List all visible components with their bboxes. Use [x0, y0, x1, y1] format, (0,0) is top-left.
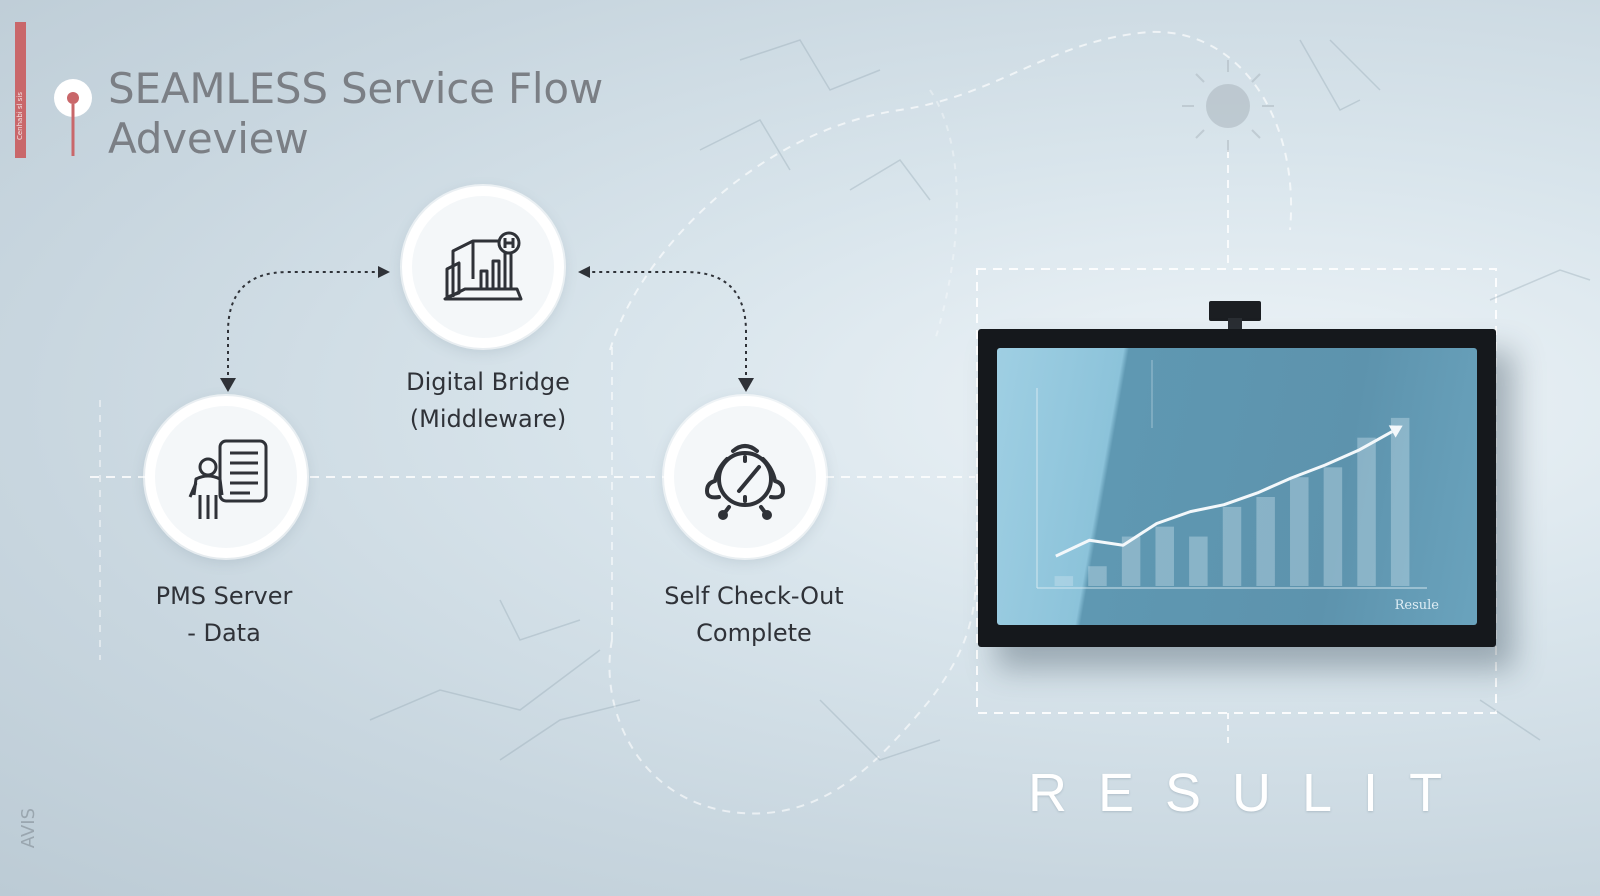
- side-tag: Cenhabi sl sis: [16, 92, 24, 141]
- chart-bar: [1088, 566, 1107, 586]
- server-clerk-icon: [188, 439, 268, 519]
- page-title: SEAMLESS Service Flow Adveview: [108, 64, 668, 164]
- node-pms-server: [145, 396, 307, 558]
- building-chart-icon: [443, 231, 523, 301]
- monitor-mount: [1209, 301, 1261, 321]
- pms-server-line-2: - Data: [187, 619, 261, 647]
- trend-line: [1055, 430, 1393, 558]
- pms-server-line-1: PMS Server: [155, 582, 293, 610]
- monitor-screen: Resule: [997, 348, 1477, 625]
- result-heading: RESULIT: [1028, 763, 1474, 823]
- chart-bar: [1189, 536, 1208, 586]
- chart-bar: [1290, 477, 1309, 586]
- title-line-2: Adveview: [108, 114, 309, 163]
- node-digital-bridge: [402, 186, 564, 348]
- label-self-checkout: Self Check-Out Complete: [634, 578, 874, 652]
- monitor-mount-neck: [1228, 318, 1242, 330]
- chart-bar: [1222, 506, 1242, 586]
- label-digital-bridge: Digital Bridge (Middleware): [368, 364, 608, 438]
- chart-bar: [1121, 536, 1141, 586]
- chart-bar: [1054, 576, 1074, 586]
- trend-arrow-icon: [1388, 425, 1403, 438]
- node-self-checkout: [664, 396, 826, 558]
- chart-bar: [1155, 526, 1174, 586]
- chart-bar: [1256, 497, 1275, 586]
- chart-bar: [1390, 417, 1410, 586]
- alarm-clock-icon: [705, 444, 785, 520]
- label-pms-server: PMS Server - Data: [104, 578, 344, 652]
- title-line-1: SEAMLESS Service Flow: [108, 64, 604, 113]
- chart-bar: [1357, 437, 1376, 586]
- corner-mark: AVIS: [18, 808, 39, 849]
- result-monitor: Resule: [978, 329, 1496, 647]
- chart-bar: [1323, 467, 1343, 586]
- map-pin-icon: [54, 79, 92, 156]
- digital-bridge-line-1: Digital Bridge: [406, 368, 570, 396]
- accent-bar: Cenhabi sl sis: [15, 22, 26, 158]
- self-checkout-line-2: Complete: [696, 619, 812, 647]
- screen-chart: [1036, 360, 1427, 589]
- digital-bridge-line-2: (Middleware): [409, 405, 567, 433]
- self-checkout-line-1: Self Check-Out: [664, 582, 844, 610]
- screen-caption: Resule: [1394, 598, 1439, 613]
